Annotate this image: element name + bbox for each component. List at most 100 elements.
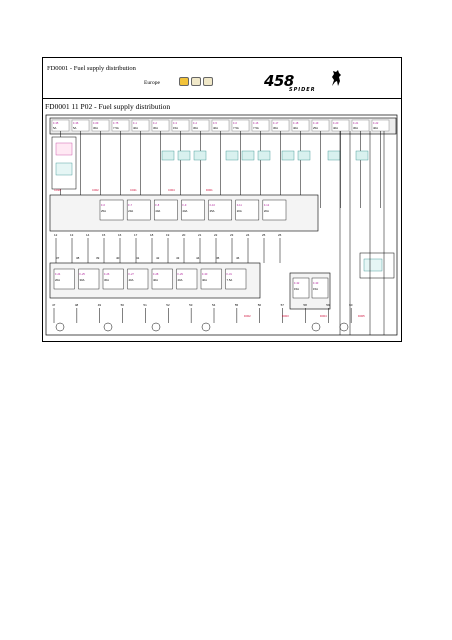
pin-number-label: 24 bbox=[246, 233, 250, 237]
relay-id-label: F-27 bbox=[129, 272, 135, 276]
fuse-rating-label: 40A bbox=[133, 126, 138, 130]
relay-box bbox=[176, 268, 198, 290]
relay-box bbox=[102, 268, 124, 290]
pin-number-label: 47 bbox=[52, 303, 56, 307]
relay-id-label: F-29 bbox=[178, 272, 184, 276]
pin-number-label: 52 bbox=[166, 303, 170, 307]
fuse-rating-label: 30A bbox=[93, 126, 98, 130]
pin-number-label: 46 bbox=[236, 256, 240, 260]
fuse-rating-label: 5A bbox=[73, 126, 77, 130]
brand-variant: SPIDER bbox=[289, 87, 316, 93]
relay-id-label: F-33 bbox=[313, 281, 319, 285]
fuse-id-label: F-21 bbox=[353, 121, 359, 125]
pin-number-label: 49 bbox=[98, 303, 102, 307]
pin-number-label: 23 bbox=[230, 233, 234, 237]
load-component-icon bbox=[55, 322, 65, 332]
relay-id-label: F-32 bbox=[294, 281, 300, 285]
relay-box bbox=[262, 199, 287, 221]
relay-rating-label: 20A bbox=[237, 209, 242, 213]
relay-id-label: F-26 bbox=[104, 272, 110, 276]
relay-id-label: F-11 bbox=[237, 203, 243, 207]
fuse-id-label: F-17 bbox=[273, 121, 279, 125]
relay-box bbox=[363, 258, 383, 272]
load-component-icon bbox=[355, 150, 369, 161]
relay-id-label: F-7 bbox=[128, 203, 132, 207]
pin-number-label: 50 bbox=[121, 303, 125, 307]
load-component-icon bbox=[339, 322, 349, 332]
pin-number-label: 20 bbox=[182, 233, 186, 237]
relay-rating-label: 40A bbox=[182, 209, 187, 213]
pin-number-label: 16 bbox=[118, 233, 122, 237]
pin-number-label: 59 bbox=[326, 303, 330, 307]
fuse-rating-label: 15A bbox=[173, 126, 178, 130]
fuse-id-label: F-69 bbox=[93, 121, 99, 125]
pin-number-label: 55 bbox=[235, 303, 239, 307]
relay-box bbox=[225, 268, 247, 290]
header-divider bbox=[43, 98, 401, 99]
pin-number-label: 51 bbox=[143, 303, 147, 307]
connector-label: C002 bbox=[92, 188, 99, 192]
connector-label: D005 bbox=[358, 314, 365, 318]
market-flag-icon bbox=[179, 77, 189, 86]
relay-id-label: F-30 bbox=[202, 272, 208, 276]
fuse-id-label: F-16 bbox=[253, 121, 259, 125]
relay-rating-label: 40A bbox=[153, 278, 158, 282]
relay-id-label: F-8 bbox=[155, 203, 159, 207]
connector-label: D004 bbox=[320, 314, 327, 318]
relay-id-label: F-24 bbox=[55, 272, 61, 276]
relay-box bbox=[181, 199, 205, 221]
load-component-icon bbox=[161, 150, 175, 161]
relay-box bbox=[78, 268, 100, 290]
fuse-rating-label: 30A bbox=[273, 126, 278, 130]
relay-id-label: F-6 bbox=[101, 203, 105, 207]
fuse-rating-label: 40A bbox=[293, 126, 298, 130]
relay-box bbox=[126, 199, 151, 221]
connector-label: D001 bbox=[206, 188, 213, 192]
pin-number-label: 26 bbox=[278, 233, 282, 237]
connector-label: C019 bbox=[54, 188, 61, 192]
fuse-id-label: F-35 bbox=[53, 121, 59, 125]
fuse-id-label: F-36 bbox=[73, 121, 79, 125]
relay-id-label: F-12 bbox=[264, 203, 270, 207]
fuse-id-label: F-18 bbox=[293, 121, 299, 125]
pin-number-label: 54 bbox=[212, 303, 216, 307]
relay-box bbox=[235, 199, 260, 221]
connector-label: D003 bbox=[282, 314, 289, 318]
relay-rating-label: 15A bbox=[313, 287, 318, 291]
pin-number-label: 56 bbox=[258, 303, 262, 307]
relay-rating-label: 20A bbox=[264, 209, 269, 213]
relay-box bbox=[292, 277, 310, 299]
relay-box bbox=[99, 199, 124, 221]
relay-rating-label: 40A bbox=[178, 278, 183, 282]
relay-id-label: F-9 bbox=[182, 203, 186, 207]
document-title: FD0001 - Fuel supply distribution bbox=[47, 65, 136, 72]
load-component-icon bbox=[151, 322, 161, 332]
relay-rating-label: 40A bbox=[129, 278, 134, 282]
relay-id-label: F-31 bbox=[227, 272, 233, 276]
fuse-id-label: F-19 bbox=[313, 121, 319, 125]
fuse-id-label: F-2 bbox=[153, 121, 157, 125]
pin-number-label: 42 bbox=[156, 256, 160, 260]
relay-rating-label: 20A bbox=[128, 209, 133, 213]
relay-box bbox=[127, 268, 149, 290]
pin-number-label: 45 bbox=[216, 256, 220, 260]
fuse-rating-label: 30A bbox=[193, 126, 198, 130]
relay-rating-label: 25A bbox=[101, 209, 106, 213]
fuse-id-label: F-5 bbox=[213, 121, 217, 125]
relay-box bbox=[154, 199, 178, 221]
load-component-icon bbox=[281, 150, 295, 161]
fuse-id-label: F-6 bbox=[233, 121, 237, 125]
region-flags bbox=[179, 77, 213, 86]
fuse-id-label: F-20 bbox=[333, 121, 339, 125]
pin-number-label: 43 bbox=[176, 256, 180, 260]
relay-id-label: F-25 bbox=[80, 272, 86, 276]
relay-box bbox=[208, 199, 232, 221]
relay-box bbox=[311, 277, 329, 299]
pin-number-label: 22 bbox=[214, 233, 218, 237]
pin-number-label: 19 bbox=[166, 233, 170, 237]
relay-rating-label: 7.5A bbox=[227, 278, 233, 282]
relay-id-label: F-28 bbox=[153, 272, 159, 276]
relay-rating-label: 30A bbox=[104, 278, 109, 282]
fuse-rating-label: 30A bbox=[353, 126, 358, 130]
pin-number-label: 53 bbox=[189, 303, 193, 307]
